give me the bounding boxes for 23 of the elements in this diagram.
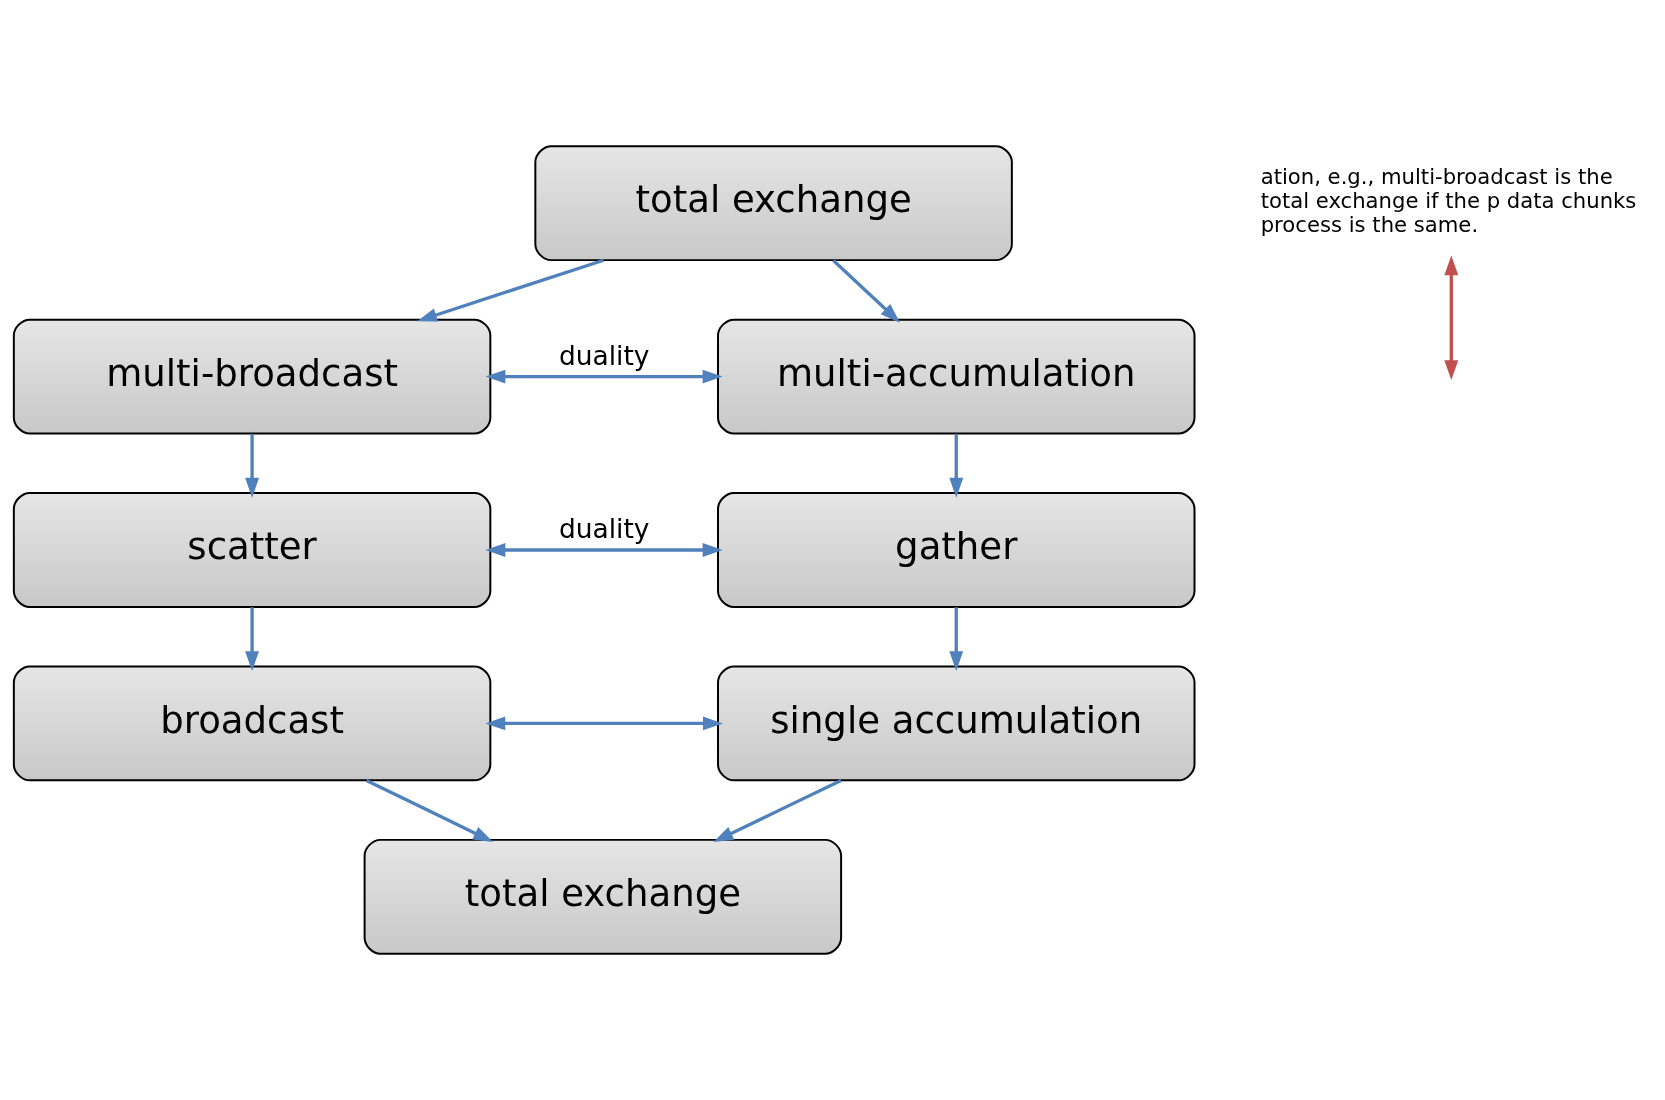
arrow (713, 778, 842, 843)
node-box: scatter (12, 492, 492, 608)
arrow (949, 607, 964, 672)
arrow (1444, 255, 1459, 381)
arrow (485, 369, 723, 384)
edge-label: duality (558, 339, 650, 371)
arrow (949, 433, 964, 498)
node-box: total exchange (363, 838, 843, 955)
node-box: broadcast (12, 665, 492, 782)
arrow (832, 259, 900, 323)
node-box: multi-broadcast (12, 318, 492, 435)
arrow (485, 716, 723, 731)
node-box: multi-accumulation (717, 318, 1196, 435)
node-box: single accumulation (717, 665, 1196, 782)
arrow (365, 778, 494, 843)
arrow (485, 543, 723, 557)
arrow (245, 607, 260, 672)
arrow (245, 433, 260, 498)
edge-label: duality (558, 513, 650, 545)
node-text: ation, e.g., multi-broadcast is the total exchange if the p data chunks process is the same. (1260, 164, 1637, 238)
node-box: gather (717, 492, 1196, 608)
node-box: total exchange (534, 145, 1013, 262)
arrow (417, 258, 605, 322)
